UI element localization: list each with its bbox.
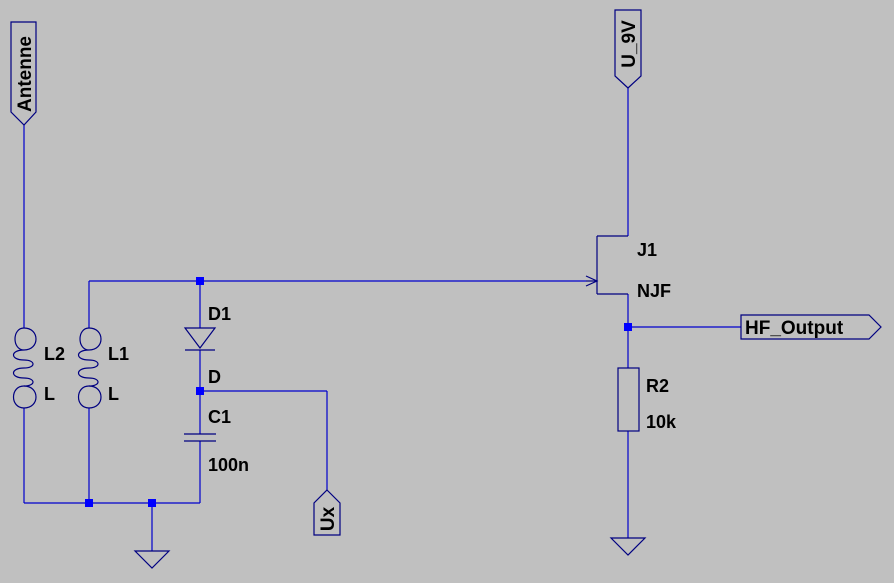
d1-value: D xyxy=(208,367,221,387)
net-label-output: HF_Output xyxy=(740,314,882,340)
junction-dot xyxy=(196,277,204,285)
junction-dot xyxy=(85,499,93,507)
r2-value: 10k xyxy=(646,412,677,432)
l2-value: L xyxy=(44,384,55,404)
d1-name: D1 xyxy=(208,304,231,324)
junction-dot xyxy=(148,499,156,507)
inductor-l2-coil xyxy=(12,327,34,409)
ground-symbol-left xyxy=(133,550,171,569)
net-label-ux: Ux xyxy=(313,489,341,536)
diode-d1 xyxy=(183,327,217,351)
j1-name: J1 xyxy=(637,240,657,260)
net-label-supply-text: U_9V xyxy=(619,20,640,68)
l1-name: L1 xyxy=(108,344,129,364)
net-label-antenna: Antenne xyxy=(10,21,37,126)
r2-name: R2 xyxy=(646,376,669,396)
inductor-l2 xyxy=(12,327,37,409)
wires xyxy=(23,88,741,551)
diode-d1-triangle xyxy=(183,327,217,349)
junction-dot xyxy=(196,387,204,395)
jfet-j1 xyxy=(585,235,628,295)
net-label-supply: U_9V xyxy=(614,9,642,89)
junctions xyxy=(85,277,632,507)
junction-dot xyxy=(624,323,632,331)
net-label-antenna-text: Antenne xyxy=(15,36,36,112)
capacitor-c1 xyxy=(184,433,216,442)
inductor-l1-coil xyxy=(77,327,99,409)
inductor-l1 xyxy=(77,327,102,409)
net-label-ux-text: Ux xyxy=(318,506,339,531)
c1-value: 100n xyxy=(208,455,249,475)
jfet-j1-gate-arrow xyxy=(585,275,599,287)
c1-name: C1 xyxy=(208,407,231,427)
ground-symbol-right xyxy=(609,537,647,556)
j1-value: NJF xyxy=(637,281,671,301)
net-label-output-text: HF_Output xyxy=(745,318,844,339)
resistor-r2 xyxy=(617,367,640,432)
l1-value: L xyxy=(108,384,119,404)
l2-name: L2 xyxy=(44,344,65,364)
